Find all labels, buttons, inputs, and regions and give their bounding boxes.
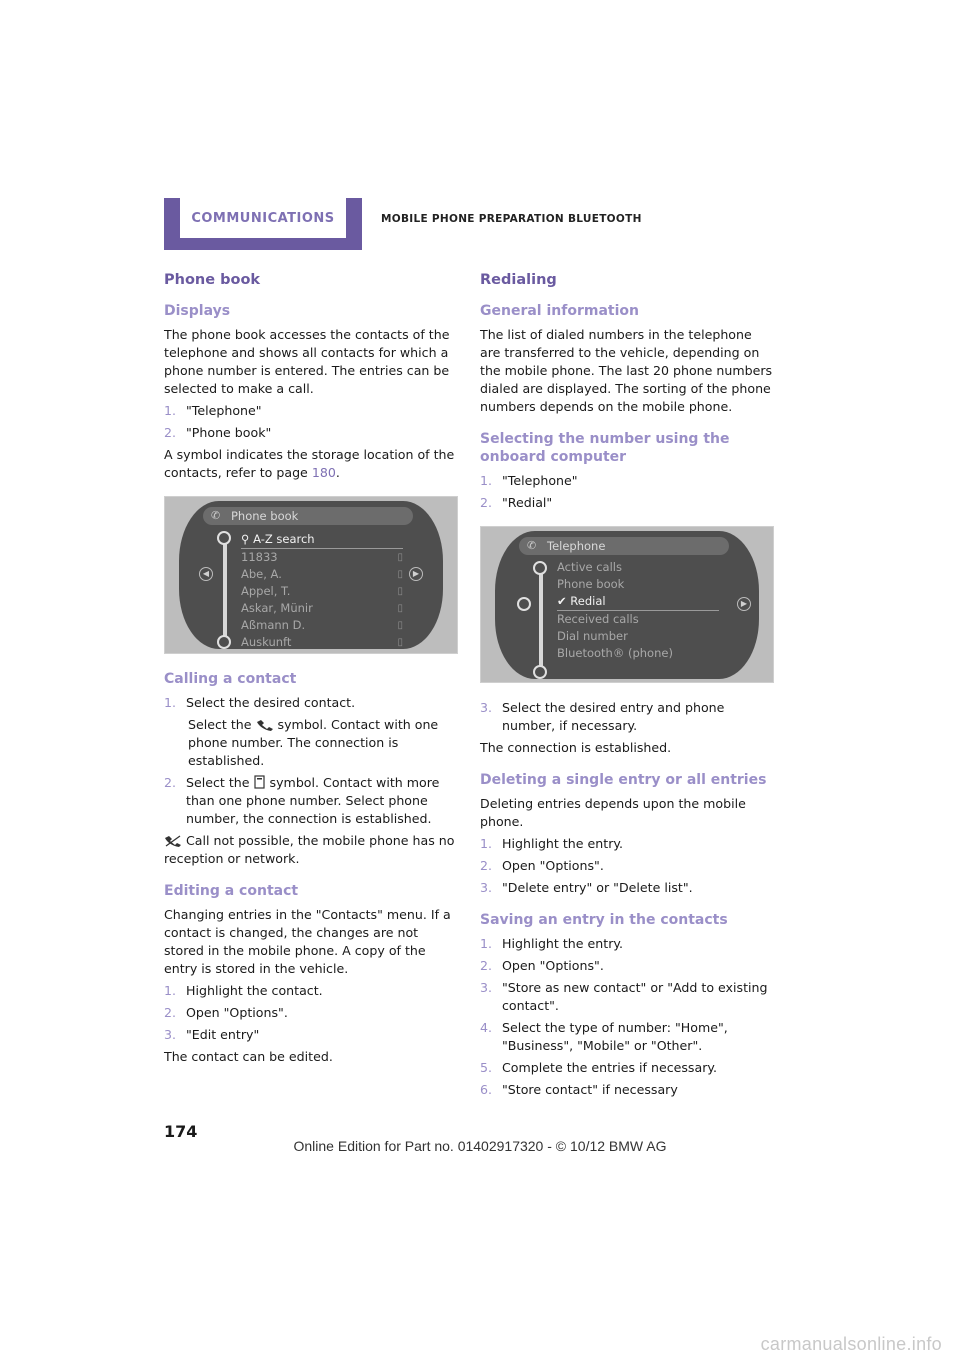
list-item: Received calls: [557, 612, 639, 626]
controller-rail: [223, 537, 227, 643]
list-item: Appel, T.▯: [241, 584, 403, 598]
list-item: 5.Complete the entries if necessary.: [480, 1060, 718, 1075]
controller-knob: [217, 531, 231, 545]
storage-icon: ▯: [397, 637, 403, 648]
heading-redialing: Redialing: [480, 272, 557, 288]
list-item: 1."Telephone": [480, 473, 578, 488]
storage-icon: ▯: [397, 603, 403, 614]
heading-displays: Displays: [164, 303, 231, 319]
phone-icon: ✆: [211, 509, 221, 522]
list-item: 1.Highlight the entry.: [480, 836, 624, 851]
list-item: 6."Store contact" if necessary: [480, 1082, 678, 1097]
list-item: 3."Edit entry": [164, 1027, 260, 1042]
handset-icon: [256, 720, 273, 731]
telephone-screenshot: ✆ Telephone ▶ Active calls Phone book ✔ …: [480, 526, 774, 683]
heading-phone-book: Phone book: [164, 272, 261, 288]
right-column: Redialing General information The list o…: [480, 270, 776, 1103]
multi-number-icon: [253, 775, 265, 789]
display-panel: ✆ Telephone ▶ Active calls Phone book ✔ …: [495, 531, 759, 679]
call-not-possible: Call not possible, the mobile phone has …: [164, 833, 455, 866]
general-paragraph: The list of dialed numbers in the teleph…: [480, 327, 773, 414]
phone-book-screenshot: ✆ Phone book ◀ ▶ ⚲ A-Z search 11833▯ Abe…: [164, 496, 458, 654]
list-item: 2."Phone book": [164, 425, 272, 440]
heading-deleting-entries: Deleting a single entry or all entries: [480, 772, 767, 788]
list-item: 3."Store as new contact" or "Add to exis…: [480, 980, 768, 1013]
list-item: 2.Open "Options".: [480, 958, 604, 973]
list-item: Active calls: [557, 560, 622, 574]
storage-icon: ▯: [397, 586, 403, 597]
editing-paragraph: Changing entries in the "Contacts" menu.…: [164, 907, 451, 976]
storage-icon: ▯: [397, 620, 403, 631]
list-item: 3.Select the desired entry and phone num…: [480, 700, 725, 733]
list-item: 1."Telephone": [164, 403, 262, 418]
symbol-paragraph: A symbol indicates the storage location …: [164, 447, 455, 480]
chapter-title: MOBILE PHONE PREPARATION BLUETOOTH: [381, 213, 642, 225]
list-item: Phone book: [557, 577, 625, 591]
controller-knob: [517, 597, 531, 611]
list-item: 1.Select the desired contact.: [164, 695, 356, 710]
list-item: Bluetooth® (phone): [557, 646, 673, 660]
search-icon: ⚲: [241, 532, 254, 546]
list-item: 1.Highlight the contact.: [164, 983, 323, 998]
list-item: ✔ Redial: [557, 593, 719, 611]
heading-editing-contact: Editing a contact: [164, 883, 299, 899]
header-tab: COMMUNICATIONS: [164, 198, 362, 250]
controller-rail: [539, 567, 543, 673]
list-item: 2."Redial": [480, 495, 553, 510]
list-item: Askar, Münir▯: [241, 601, 403, 615]
heading-general-information: General information: [480, 303, 639, 319]
editing-end: The contact can be edited.: [164, 1049, 333, 1064]
list-item: ⚲ A-Z search: [241, 531, 403, 549]
footer-edition: Online Edition for Part no. 01402917320 …: [293, 1138, 667, 1154]
no-reception-icon: [165, 835, 181, 847]
storage-icon: ▯: [397, 569, 403, 580]
watermark: carmanualsonline.info: [760, 1334, 942, 1354]
list-item: 2.Select the symbol. Contact with more t…: [164, 775, 440, 826]
left-column: Phone book Displays The phone book acces…: [164, 270, 460, 1070]
list-item: 1.Highlight the entry.: [480, 936, 624, 951]
display-list: ⚲ A-Z search 11833▯ Abe, A.▯ Appel, T.▯ …: [241, 531, 403, 649]
list-item: 2.Open "Options".: [480, 858, 604, 873]
controller-knob: [533, 561, 547, 575]
storage-icon: ▯: [397, 552, 403, 563]
displays-paragraph: The phone book accesses the contacts of …: [164, 327, 450, 396]
section-label-box: COMMUNICATIONS: [180, 198, 346, 238]
display-title-bar: ✆ Telephone: [519, 537, 729, 555]
controller-knob: [217, 635, 231, 649]
list-item: Auskunft▯: [241, 635, 403, 649]
list-item: Aßmann D.▯: [241, 618, 403, 632]
display-list: Active calls Phone book ✔ Redial Receive…: [557, 559, 719, 662]
selecting-end: The connection is established.: [480, 740, 672, 755]
heading-calling-contact: Calling a contact: [164, 671, 297, 687]
display-title-bar: ✆ Phone book: [203, 507, 413, 525]
list-item: 2.Open "Options".: [164, 1005, 288, 1020]
list-item: 3."Delete entry" or "Delete list".: [480, 880, 693, 895]
calling-sub-paragraph: Select the symbol. Contact with one phon…: [188, 717, 439, 768]
section-label: COMMUNICATIONS: [191, 210, 335, 226]
heading-selecting-number: Selecting the number using the onboard c…: [480, 431, 730, 465]
check-icon: ✔: [557, 594, 571, 608]
list-item: 4.Select the type of number: "Home", "Bu…: [480, 1020, 728, 1053]
list-item: Abe, A.▯: [241, 567, 403, 581]
controller-knob: [533, 665, 547, 679]
page-link[interactable]: 180: [311, 465, 336, 480]
list-item: Dial number: [557, 629, 628, 643]
heading-saving-entry: Saving an entry in the contacts: [480, 912, 728, 928]
arrow-right-icon: ▶: [737, 597, 751, 611]
deleting-paragraph: Deleting entries depends upon the mobile…: [480, 796, 746, 829]
list-item: 11833▯: [241, 550, 403, 564]
arrow-right-icon: ▶: [409, 567, 423, 581]
arrow-left-icon: ◀: [199, 567, 213, 581]
phone-icon: ✆: [527, 539, 537, 552]
page-number: 174: [164, 1122, 198, 1141]
display-panel: ✆ Phone book ◀ ▶ ⚲ A-Z search 11833▯ Abe…: [179, 501, 443, 649]
